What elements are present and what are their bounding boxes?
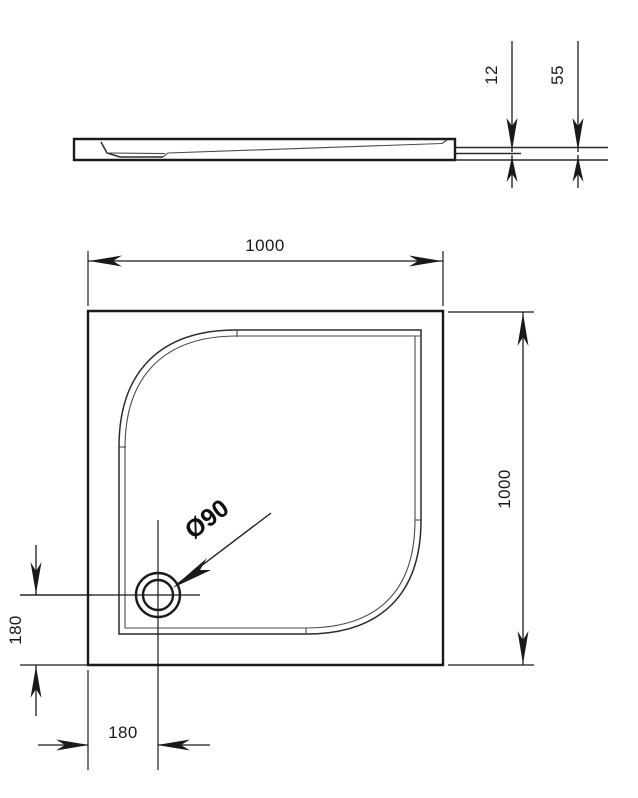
dim-12-label: 12 bbox=[482, 65, 501, 85]
callout-diameter-90: Ø90 bbox=[172, 494, 272, 588]
dim-offsetx-arrow-right bbox=[157, 739, 190, 751]
dim-offsety-label: 180 bbox=[6, 615, 25, 645]
dim-depth-arrow-bottom bbox=[517, 631, 529, 664]
dim-55-arrow-bottom bbox=[572, 156, 584, 182]
top-plan-view: Ø90 1000 1000 180 bbox=[6, 236, 534, 770]
section-slope-left-drop bbox=[100, 141, 121, 158]
section-floor-rise bbox=[162, 142, 443, 158]
plan-basin-outline bbox=[118, 329, 422, 635]
dim-offsetx-label: 180 bbox=[108, 723, 138, 742]
dim-width-arrow-left bbox=[89, 255, 122, 267]
dimension-12: 12 bbox=[482, 41, 518, 188]
dim-12-arrow-top bbox=[506, 118, 518, 151]
dimension-55: 55 bbox=[548, 41, 584, 188]
dimension-depth-1000: 1000 bbox=[448, 311, 534, 666]
plan-basin-inner-offset bbox=[124, 335, 421, 629]
dim-depth-arrow-top bbox=[517, 313, 529, 346]
dim-offsetx-arrow-left bbox=[56, 739, 89, 751]
dim-12-arrow-bottom bbox=[506, 156, 518, 182]
dia-90-label: Ø90 bbox=[180, 494, 235, 545]
dim-55-arrow-top bbox=[572, 118, 584, 151]
dim-offsety-arrow-bottom bbox=[30, 666, 42, 698]
dim-width-label: 1000 bbox=[245, 236, 284, 255]
dim-depth-label: 1000 bbox=[495, 469, 514, 508]
side-section-view: 12 55 bbox=[72, 41, 608, 188]
dia-90-arrowhead bbox=[172, 558, 211, 588]
dimension-drain-offset-y-180: 180 bbox=[6, 545, 92, 716]
dim-55-label: 55 bbox=[548, 65, 567, 85]
dim-width-arrow-right bbox=[409, 255, 442, 267]
dim-offsety-arrow-top bbox=[30, 562, 42, 594]
section-inner-ledge bbox=[106, 152, 166, 155]
dimension-width-1000: 1000 bbox=[87, 236, 444, 306]
dimension-drain-offset-x-180: 180 bbox=[38, 670, 210, 770]
plan-outer-square bbox=[86, 309, 445, 667]
section-right-step bbox=[441, 139, 448, 144]
